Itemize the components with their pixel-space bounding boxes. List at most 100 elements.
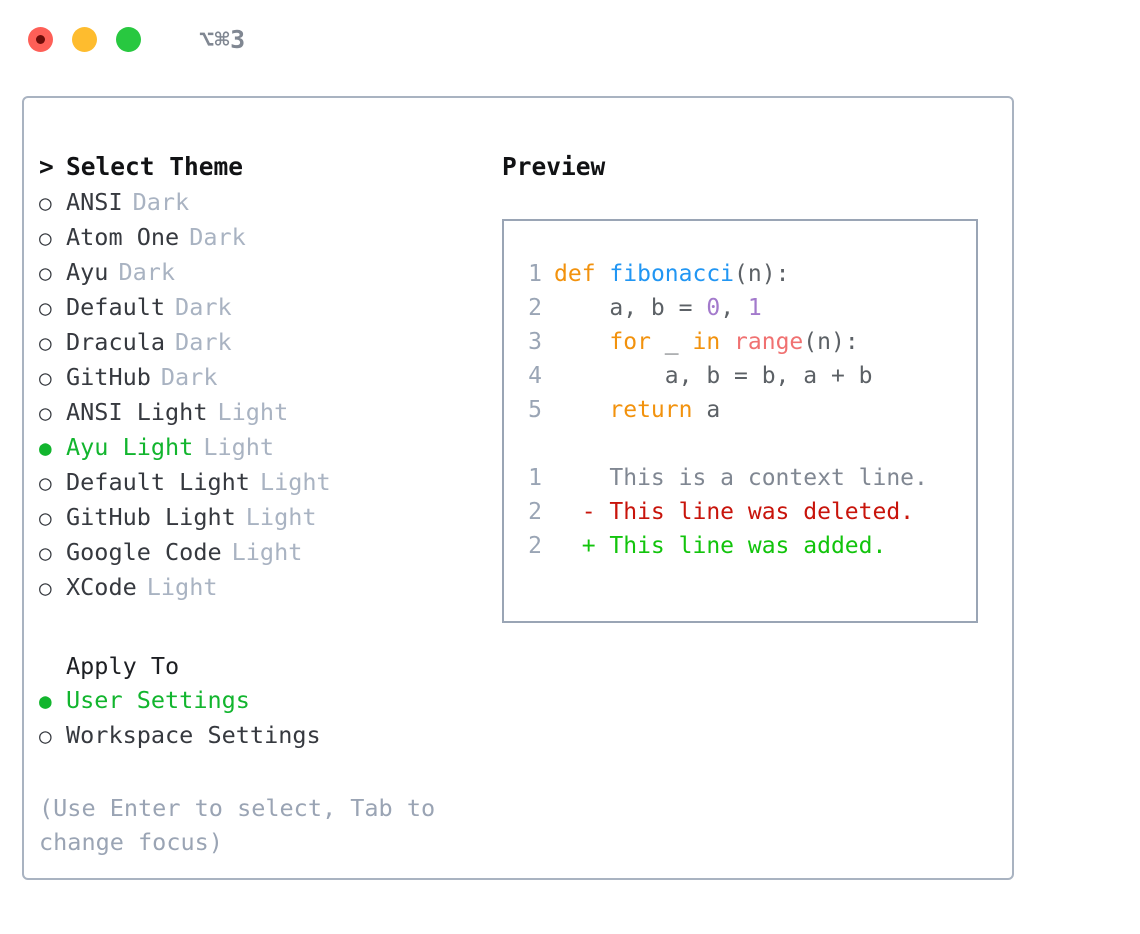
theme-option-label: Google Code bbox=[66, 538, 222, 566]
diff-text: This line was added. bbox=[595, 533, 887, 559]
theme-option-xcode[interactable]: ○ XCode Light bbox=[39, 570, 479, 605]
radio-selected-icon: ● bbox=[39, 689, 52, 713]
diff-line-number: 2 bbox=[528, 499, 542, 525]
cursor-arrow-icon: > bbox=[39, 152, 54, 181]
code-token-plain: a, b = bbox=[554, 295, 707, 321]
minimize-window-button[interactable] bbox=[72, 26, 97, 52]
theme-variant-tag: Dark bbox=[118, 258, 176, 286]
code-token-plain bbox=[554, 397, 609, 423]
select-theme-title: Select Theme bbox=[66, 152, 244, 181]
code-token-plain: a, b = b, a + b bbox=[554, 363, 873, 389]
code-line: 3 for _ in range(n): bbox=[516, 325, 928, 359]
theme-variant-tag: Dark bbox=[175, 328, 232, 356]
apply-to-title: Apply To bbox=[66, 652, 180, 680]
theme-option-dracula[interactable]: ○ Dracula Dark bbox=[39, 325, 479, 360]
code-token-built: range bbox=[734, 329, 804, 355]
apply-to-option-workspace-settings[interactable]: ○ Workspace Settings bbox=[39, 718, 479, 753]
radio-unselected-icon: ○ bbox=[39, 226, 52, 250]
code-token-plain: , bbox=[720, 295, 748, 321]
diff-line-add: 2 + This line was added. bbox=[516, 529, 928, 563]
close-window-button[interactable] bbox=[28, 26, 53, 52]
code-line: 5 return a bbox=[516, 393, 928, 427]
theme-variant-tag: Light bbox=[146, 573, 218, 601]
diff-line-del: 2 - This line was deleted. bbox=[516, 495, 928, 529]
code-token-punct: (n): bbox=[734, 261, 790, 287]
radio-unselected-icon: ○ bbox=[39, 576, 52, 600]
theme-option-atom-one[interactable]: ○ Atom One Dark bbox=[39, 220, 479, 255]
radio-unselected-icon: ○ bbox=[39, 331, 52, 355]
code-token-plain bbox=[596, 261, 610, 287]
diff-text: This line was deleted. bbox=[595, 499, 915, 525]
theme-option-label: Ayu bbox=[66, 258, 109, 286]
code-line: 2 a, b = 0, 1 bbox=[516, 291, 928, 325]
theme-option-google-code[interactable]: ○ Google Code Light bbox=[39, 535, 479, 570]
theme-option-label: GitHub Light bbox=[66, 503, 236, 531]
theme-variant-tag: Light bbox=[203, 433, 275, 461]
section-spacer bbox=[39, 605, 479, 649]
diff-line-number: 1 bbox=[528, 465, 542, 491]
theme-option-ayu-light[interactable]: ● Ayu Light Light bbox=[39, 430, 479, 465]
maximize-window-button[interactable] bbox=[116, 26, 141, 52]
code-line-number: 5 bbox=[528, 397, 542, 423]
theme-variant-tag: Dark bbox=[175, 293, 232, 321]
apply-to-option-user-settings[interactable]: ● User Settings bbox=[39, 683, 479, 718]
theme-variant-tag: Dark bbox=[132, 188, 190, 216]
diff-marker bbox=[554, 465, 596, 491]
theme-option-label: ANSI Light bbox=[66, 398, 208, 426]
theme-option-label: Atom One bbox=[66, 223, 180, 251]
radio-unselected-icon: ○ bbox=[39, 401, 52, 425]
diff-line-ctx: 1 This is a context line. bbox=[516, 461, 928, 495]
theme-option-ansi-light[interactable]: ○ ANSI Light Light bbox=[39, 395, 479, 430]
code-line: 4 a, b = b, a + b bbox=[516, 359, 928, 393]
keyboard-shortcut-label: ⌥⌘3 bbox=[199, 24, 246, 54]
code-token-plain bbox=[554, 329, 609, 355]
theme-variant-tag: Light bbox=[245, 503, 317, 531]
code-token-fn: fibonacci bbox=[609, 261, 735, 287]
code-line-number: 3 bbox=[528, 329, 542, 355]
theme-variant-tag: Dark bbox=[189, 223, 246, 251]
radio-unselected-icon: ○ bbox=[39, 471, 52, 495]
theme-option-default[interactable]: ○ Default Dark bbox=[39, 290, 479, 325]
apply-to-option-label: Workspace Settings bbox=[66, 721, 321, 749]
code-blank-line bbox=[516, 427, 928, 461]
radio-selected-icon: ● bbox=[39, 436, 52, 460]
code-line-number: 2 bbox=[528, 295, 542, 321]
code-token-kw: for bbox=[609, 329, 651, 355]
apply-to-marker-spacer bbox=[39, 649, 66, 683]
code-token-num: 0 bbox=[706, 295, 721, 321]
apply-to-option-label: User Settings bbox=[66, 686, 250, 714]
theme-option-label: XCode bbox=[66, 573, 137, 601]
radio-unselected-icon: ○ bbox=[39, 541, 52, 565]
apply-to-header: Apply To bbox=[39, 649, 479, 683]
theme-option-ayu[interactable]: ○ Ayu Dark bbox=[39, 255, 479, 290]
radio-unselected-icon: ○ bbox=[39, 261, 52, 285]
code-token-kw: in bbox=[692, 329, 721, 355]
theme-variant-tag: Light bbox=[231, 538, 303, 566]
code-token-plain bbox=[720, 329, 734, 355]
theme-variant-tag: Light bbox=[259, 468, 331, 496]
theme-option-label: Default bbox=[66, 293, 166, 321]
radio-unselected-icon: ○ bbox=[39, 296, 52, 320]
theme-variant-tag: Dark bbox=[160, 363, 218, 391]
radio-unselected-icon: ○ bbox=[39, 366, 52, 390]
preview-title: Preview bbox=[502, 152, 606, 181]
diff-marker: - bbox=[554, 499, 596, 525]
diff-text: This is a context line. bbox=[595, 465, 928, 491]
theme-option-label: ANSI bbox=[66, 188, 123, 216]
theme-variant-tag: Light bbox=[217, 398, 289, 426]
radio-unselected-icon: ○ bbox=[39, 724, 52, 748]
theme-option-label: Dracula bbox=[66, 328, 166, 356]
theme-option-label: Ayu Light bbox=[66, 433, 194, 461]
code-token-plain: a bbox=[692, 397, 721, 423]
